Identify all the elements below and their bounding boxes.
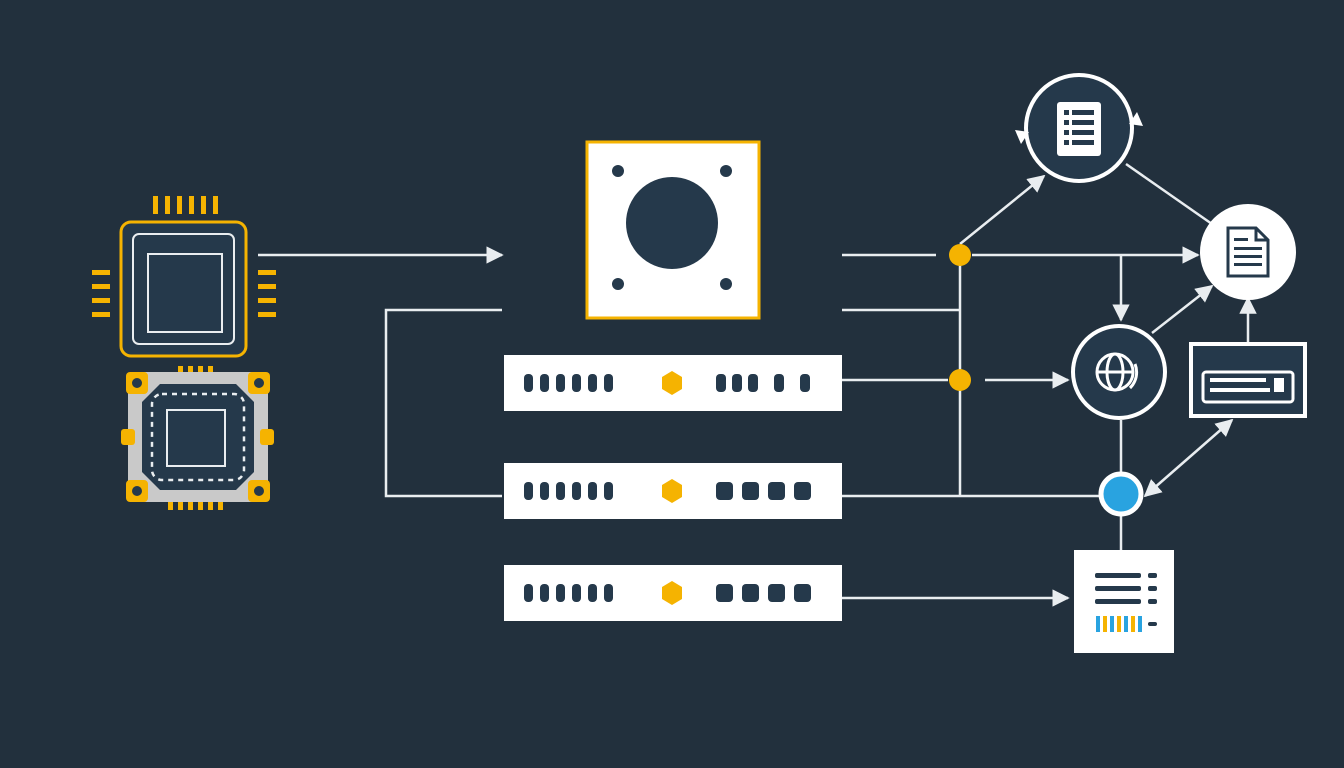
edge-database-to-document [1125,162,1213,226]
rack-slot [742,584,759,602]
server-racks [504,355,842,621]
processor-chip-icon [121,366,274,510]
document-icon [1200,204,1296,300]
rack-slot [588,482,597,500]
rack-slot [524,584,533,602]
edge-hub-terminal [1143,418,1234,498]
rack-status-led [662,581,682,605]
database-sync-icon [1015,73,1143,183]
junction-1 [949,244,971,266]
server-rack-3 [504,565,842,621]
rack-slot [556,482,565,500]
rack-slot [794,584,811,602]
edge-junction-to-database [959,174,1046,245]
rack-slot [588,374,597,392]
globe-icon [1071,324,1167,420]
rack-slot [524,374,533,392]
square-unit-icon [585,140,761,320]
rack-slot [556,374,565,392]
rack-slot [604,584,613,602]
rack-slot [540,374,549,392]
rack-slot [524,482,533,500]
edge-globe-to-document [1151,284,1214,334]
rack-slot [588,584,597,602]
report-card-icon [1074,550,1174,653]
rack-slot [716,584,733,602]
rack-slot [732,374,742,392]
edge-left-bracket [384,308,502,498]
rack-slot [768,482,785,500]
rack-slot [540,584,549,602]
server-rack-1 [504,355,842,411]
rack-slot [604,374,613,392]
server-rack-2 [504,463,842,519]
cpu-chip-icon [92,196,276,358]
junction-2 [949,369,971,391]
rack-slot [794,482,811,500]
rack-slot [774,374,784,392]
rack-slot [748,374,758,392]
hub-dot-icon [1098,471,1144,517]
rack-slot [768,584,785,602]
rack-status-led [662,371,682,395]
rack-slot [572,584,581,602]
rack-slot [716,374,726,392]
rack-slot [572,374,581,392]
terminal-panel-icon [1189,342,1307,418]
rack-slot [556,584,565,602]
rack-slot [604,482,613,500]
rack-slot [716,482,733,500]
rack-status-led [662,479,682,503]
rack-slot [540,482,549,500]
rack-slot [800,374,810,392]
rack-slot [572,482,581,500]
rack-slot [742,482,759,500]
